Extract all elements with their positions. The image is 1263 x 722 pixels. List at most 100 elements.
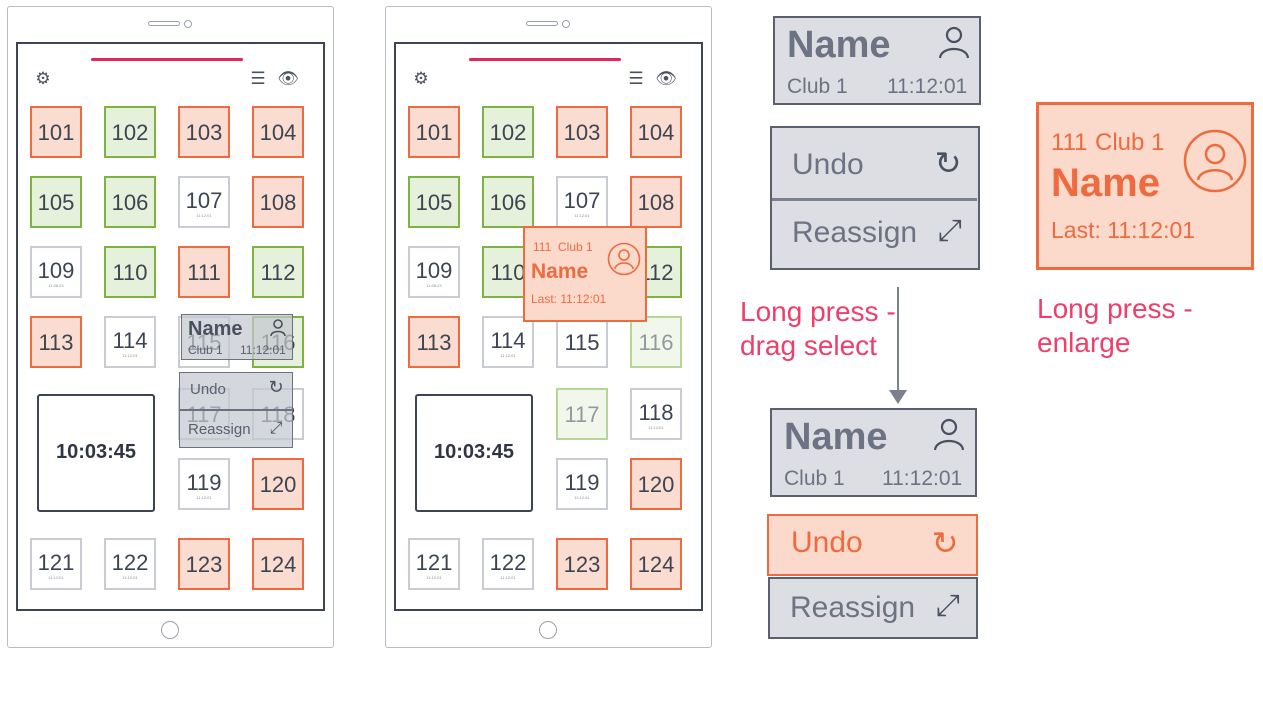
room-tile[interactable]: 103 bbox=[556, 106, 608, 158]
tile-label: 109 bbox=[37, 258, 75, 283]
room-tile[interactable]: 101 bbox=[408, 106, 460, 158]
room-tile[interactable]: 124 bbox=[630, 538, 682, 590]
progress-bar bbox=[91, 58, 243, 61]
undo-button-active[interactable]: Undo ↻ bbox=[767, 514, 978, 576]
room-tile[interactable]: 111 bbox=[178, 246, 230, 298]
enlarged-club: Club 1 bbox=[1095, 129, 1165, 156]
home-button[interactable] bbox=[161, 621, 179, 639]
undo-button[interactable]: Undo ↻ bbox=[772, 128, 977, 198]
room-tile[interactable]: 102 bbox=[482, 106, 534, 158]
reassign-button[interactable]: Reassign ⤢ bbox=[768, 577, 978, 639]
tile-label: 120 bbox=[259, 472, 297, 497]
camera bbox=[562, 20, 570, 28]
detail-card-top[interactable]: Name Club 1 11:12:01 bbox=[773, 16, 981, 105]
room-tile[interactable]: 123 bbox=[556, 538, 608, 590]
room-tile[interactable]: 105 bbox=[30, 176, 82, 228]
reassign-icon: ⤢ bbox=[936, 588, 960, 623]
progress-bar bbox=[469, 58, 621, 61]
tile-label: 107 bbox=[185, 188, 223, 213]
settings-icon[interactable]: ⚙ bbox=[35, 69, 51, 89]
undo-label: Undo bbox=[792, 148, 864, 181]
room-tile[interactable]: 113 bbox=[30, 316, 82, 368]
reassign-icon: ⤢ bbox=[938, 213, 962, 248]
room-tile[interactable]: 110 bbox=[104, 246, 156, 298]
room-tile[interactable]: 120 bbox=[252, 458, 304, 510]
detail-name: Name bbox=[787, 24, 891, 66]
room-tile[interactable]: 113 bbox=[408, 316, 460, 368]
tile-time: 11:12:01 bbox=[500, 575, 516, 580]
room-tile[interactable]: 116 bbox=[630, 316, 682, 368]
room-tile[interactable]: 120 bbox=[630, 458, 682, 510]
drag-detail-card[interactable]: Name Club 1 11:12:01 bbox=[181, 314, 293, 360]
tile-label: 124 bbox=[637, 552, 675, 577]
room-tile[interactable]: 108 bbox=[630, 176, 682, 228]
undo-icon: ↻ bbox=[934, 144, 962, 182]
enlarged-name: Name bbox=[1051, 161, 1160, 205]
arrow-down-icon bbox=[897, 287, 899, 393]
tile-label: 123 bbox=[563, 552, 601, 577]
tile-label: 114 bbox=[490, 328, 526, 353]
room-tile[interactable]: 115 bbox=[556, 316, 608, 368]
tile-label: 105 bbox=[37, 190, 75, 215]
overlay-reassign[interactable]: Reassign bbox=[188, 421, 251, 438]
annotation-drag-select: Long press - drag select bbox=[740, 295, 896, 363]
tile-label: 109 bbox=[415, 258, 453, 283]
filter-icon[interactable]: ☰ bbox=[250, 69, 266, 89]
room-tile[interactable]: 123 bbox=[178, 538, 230, 590]
room-tile[interactable]: 106 bbox=[482, 176, 534, 228]
detail-card-bottom[interactable]: Name Club 1 11:12:01 bbox=[770, 408, 977, 497]
tile-time: 11:12:01 bbox=[426, 575, 442, 580]
enlarged-last: Last: 11:12:01 bbox=[531, 292, 607, 306]
room-tile[interactable]: 103 bbox=[178, 106, 230, 158]
user-icon bbox=[937, 24, 971, 60]
tile-label: 118 bbox=[638, 400, 674, 425]
filter-icon[interactable]: ☰ bbox=[628, 69, 644, 89]
room-tile[interactable]: 104 bbox=[630, 106, 682, 158]
camera bbox=[184, 20, 192, 28]
room-tile[interactable]: 112 bbox=[252, 246, 304, 298]
user-icon bbox=[607, 242, 641, 276]
user-icon bbox=[932, 416, 966, 452]
room-tile[interactable]: 106 bbox=[104, 176, 156, 228]
room-tile[interactable]: 101 bbox=[30, 106, 82, 158]
tile-time: 11:12:01 bbox=[48, 575, 64, 580]
room-tile[interactable]: 104 bbox=[252, 106, 304, 158]
speaker bbox=[526, 21, 558, 26]
overlay-undo[interactable]: Undo bbox=[190, 381, 226, 398]
reassign-button[interactable]: Reassign ⤢ bbox=[772, 200, 977, 268]
detail-time: 11:12:01 bbox=[887, 75, 968, 98]
settings-icon[interactable]: ⚙ bbox=[413, 69, 429, 89]
tile-label: 110 bbox=[112, 260, 148, 285]
eye-icon[interactable]: 👁 bbox=[277, 69, 299, 89]
room-tile[interactable]: 124 bbox=[252, 538, 304, 590]
enlarged-tile-overlay[interactable]: 111 Club 1 Name Last: 11:12:01 bbox=[523, 226, 647, 322]
room-tile[interactable]: 105 bbox=[408, 176, 460, 228]
enlarged-card[interactable]: 111 Club 1 Name Last: 11:12:01 bbox=[1036, 102, 1254, 270]
enlarged-last: Last: 11:12:01 bbox=[1051, 217, 1196, 243]
tile-time: 11:12:01 bbox=[122, 353, 138, 358]
speaker bbox=[148, 21, 180, 26]
room-tile[interactable]: 108 bbox=[252, 176, 304, 228]
room-tile[interactable]: 102 bbox=[104, 106, 156, 158]
tile-time: 11:12:01 bbox=[500, 353, 516, 358]
overlay-time: 11:12:01 bbox=[240, 343, 286, 357]
room-tile[interactable]: 117 bbox=[556, 388, 608, 440]
overlay-club: Club 1 bbox=[188, 343, 223, 357]
eye-icon[interactable]: 👁 bbox=[655, 69, 677, 89]
home-button[interactable] bbox=[539, 621, 557, 639]
tile-label: 104 bbox=[637, 120, 675, 145]
tile-label: 101 bbox=[415, 120, 453, 145]
